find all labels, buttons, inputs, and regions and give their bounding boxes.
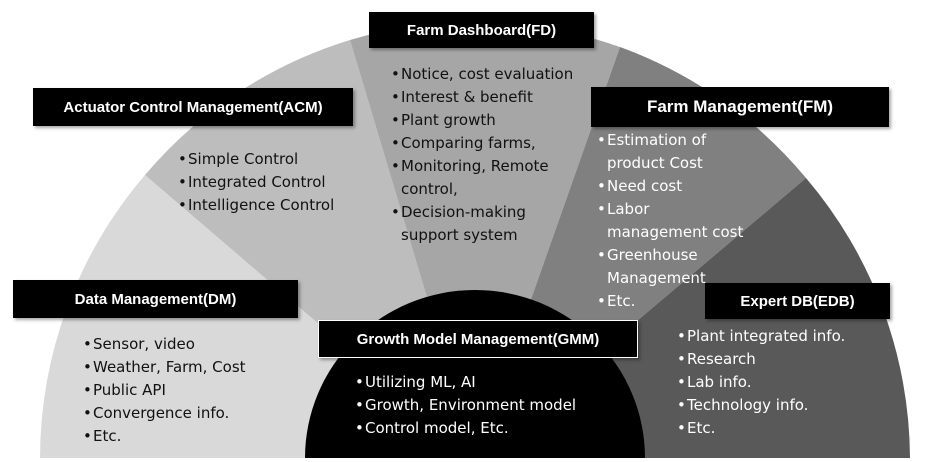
list-item: •Technology info.	[677, 396, 809, 414]
list-growth-model: •Utilizing ML, AI •Growth, Environment m…	[355, 371, 576, 440]
list-item: •Monitoring, Remote	[391, 157, 549, 175]
list-item: •Growth, Environment model	[355, 396, 577, 414]
list-item: •Greenhouse	[597, 246, 698, 264]
label-actuator-control: Actuator Control Management(ACM)	[33, 88, 353, 126]
label-expert-db: Expert DB(EDB)	[705, 283, 890, 319]
list-item: •Integrated Control	[178, 173, 326, 191]
list-item: •Research	[677, 350, 756, 368]
list-item: •Control model, Etc.	[355, 419, 509, 437]
title-farm-dashboard: Farm Dashboard(FD)	[406, 21, 557, 39]
list-item: •Utilizing ML, AI	[355, 373, 476, 391]
list-farm-dashboard: •Notice, cost evaluation •Interest & ben…	[391, 63, 573, 247]
list-item: •Public API	[83, 381, 166, 399]
list-item: •Notice, cost evaluation	[391, 65, 574, 83]
list-item: •Labor	[597, 200, 650, 218]
list-item: •Sensor, video	[83, 335, 195, 353]
list-expert-db: •Plant integrated info. •Research •Lab i…	[677, 325, 845, 440]
list-data-management: •Sensor, video •Weather, Farm, Cost •Pub…	[83, 333, 246, 448]
list-item: •Plant growth	[391, 111, 496, 129]
list-item: •Etc.	[83, 427, 122, 445]
list-item: •Intelligence Control	[178, 196, 335, 214]
list-item: •Etc.	[677, 419, 716, 437]
sector-farm-dashboard	[350, 21, 620, 459]
list-item: •Need cost	[597, 177, 683, 195]
list-item: •Weather, Farm, Cost	[83, 358, 246, 376]
label-data-management: Data Management(DM)	[13, 280, 298, 318]
title-farm-management: Farm Management(FM)	[646, 97, 834, 116]
list-item: control,	[401, 180, 458, 198]
list-item: •Etc.	[597, 292, 636, 310]
list-item: •Decision-making	[391, 203, 526, 221]
title-data-management: Data Management(DM)	[74, 290, 237, 308]
list-farm-management: •Estimation of product Cost •Need cost •…	[597, 129, 743, 313]
list-item: •Plant integrated info.	[677, 327, 846, 345]
list-item: •Interest & benefit	[391, 88, 533, 106]
label-farm-management: Farm Management(FM)	[591, 87, 889, 127]
list-item: product Cost	[607, 154, 703, 172]
label-farm-dashboard: Farm Dashboard(FD)	[369, 12, 594, 48]
label-growth-model: Growth Model Management(GMM)	[318, 320, 638, 358]
title-growth-model: Growth Model Management(GMM)	[356, 330, 600, 348]
list-item: Management	[607, 269, 706, 287]
list-item: •Comparing farms,	[391, 134, 536, 152]
title-expert-db: Expert DB(EDB)	[740, 292, 855, 310]
list-item: management cost	[607, 223, 744, 241]
list-item: •Convergence info.	[83, 404, 230, 422]
list-item: support system	[401, 226, 518, 244]
list-item: •Estimation of	[597, 131, 707, 149]
list-actuator-control: •Simple Control •Integrated Control •Int…	[178, 148, 334, 217]
title-actuator-control: Actuator Control Management(ACM)	[63, 98, 323, 116]
list-item: •Simple Control	[178, 150, 299, 168]
list-item: •Lab info.	[677, 373, 752, 391]
